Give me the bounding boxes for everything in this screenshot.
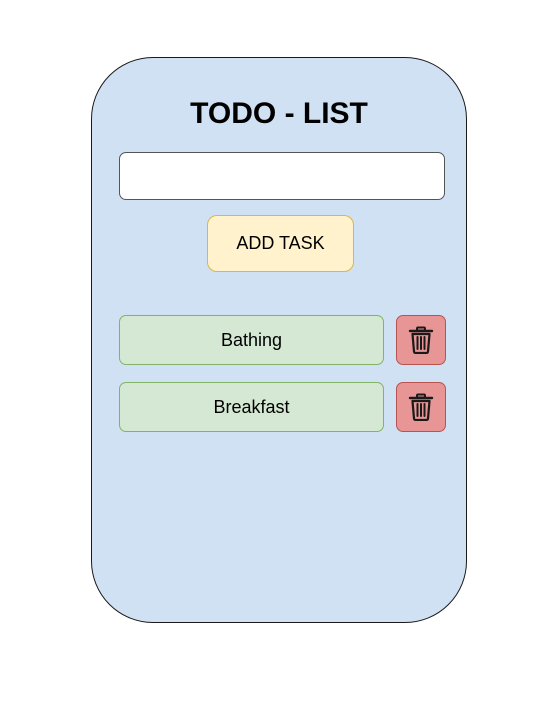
delete-task-button[interactable] [396,382,446,432]
trash-icon [408,326,434,354]
task-item-label[interactable]: Bathing [119,315,384,365]
add-task-button[interactable]: ADD TASK [207,215,354,272]
task-item-label[interactable]: Breakfast [119,382,384,432]
task-input[interactable] [119,152,445,200]
list-item: Bathing [119,315,446,365]
delete-task-button[interactable] [396,315,446,365]
page-title: TODO - LIST [190,97,368,130]
todo-card: TODO - LIST ADD TASK Bathing Breakfast [91,57,467,623]
trash-icon [408,393,434,421]
task-list: Bathing Breakfast [119,315,446,449]
list-item: Breakfast [119,382,446,432]
